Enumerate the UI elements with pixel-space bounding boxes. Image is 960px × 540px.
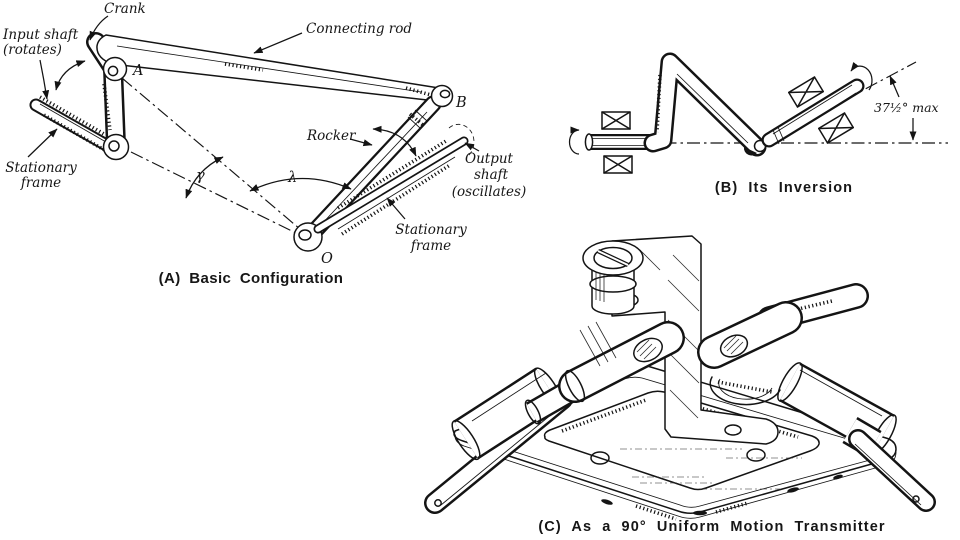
lambda-angle-label: λ [287, 170, 297, 186]
panel-c-motion-transmitter: (C) As a 90° Uniform Motion Transmitter [424, 235, 936, 535]
fixed-pivot-boss [102, 133, 130, 161]
bent-crank-link [643, 52, 767, 157]
panel-b-caption: (B) Its Inversion [715, 180, 853, 196]
left-shaft-assembly [424, 367, 578, 514]
max-angle-label: 37½° max [874, 100, 939, 115]
output-shaft-label-line3: (oscillates) [452, 184, 527, 200]
lambda-angle-arc [249, 177, 352, 192]
plate-holes [590, 448, 766, 465]
centerline-pivot-to-o [130, 151, 305, 238]
joint-a-label: A [131, 63, 143, 79]
rocker-label: Rocker [306, 128, 357, 144]
slotted-cap-cylinder [582, 240, 644, 315]
joint-b-boss [430, 84, 454, 108]
gamma-angle-label: γ [196, 168, 205, 184]
connecting-rod [96, 34, 440, 102]
panel-a-basic-configuration: Crank Input shaft (rotates) Stationary f… [2, 1, 526, 287]
leader-arrows-a [27, 15, 480, 220]
panel-a-caption: (A) Basic Configuration [159, 270, 344, 287]
output-shaft-label-line2: shaft [474, 167, 509, 183]
stationary-frame-right-edge [337, 156, 456, 236]
bracket-foot-hole [724, 424, 742, 436]
bearing-block-top-left [601, 111, 631, 130]
panel-b-inversion: 37½° max (B) Its Inversion [568, 52, 948, 196]
crank-rotation-arrow [54, 60, 86, 91]
left-clevis-arm [558, 321, 685, 403]
joint-a-boss [102, 56, 128, 82]
input-shaft-label-line2: (rotates) [3, 42, 62, 58]
stationary-frame-left-label-line2: frame [20, 175, 61, 191]
stationary-frame-left-label-line1: Stationary [5, 160, 77, 176]
input-shaft [29, 95, 115, 154]
output-shaft-label-line1: Output [465, 151, 514, 167]
rocker-oscillation-arrow [372, 125, 417, 157]
inversion-output-shaft [761, 61, 873, 148]
stationary-frame-right-label-line2: frame [410, 238, 451, 254]
panel-c-caption: (C) As a 90° Uniform Motion Transmitter [538, 519, 885, 535]
input-shaft-label-line1: Input shaft [2, 27, 79, 43]
crank-label: Crank [104, 1, 146, 17]
centerline-a-to-o [121, 77, 308, 236]
connecting-rod-label: Connecting rod [306, 21, 412, 37]
bearing-block-bottom-right [818, 112, 854, 144]
bearing-block-bottom-left [603, 155, 633, 174]
bearing-block-top-right [788, 76, 824, 108]
pivot-o-label: O [321, 251, 333, 267]
max-angle-dimension [889, 75, 917, 141]
joint-b-label: B [455, 95, 467, 111]
gamma-angle-arc [185, 156, 224, 199]
right-clevis-arm [697, 301, 803, 406]
output-shaft [313, 123, 475, 234]
stationary-frame-right-label-line1: Stationary [395, 222, 467, 238]
